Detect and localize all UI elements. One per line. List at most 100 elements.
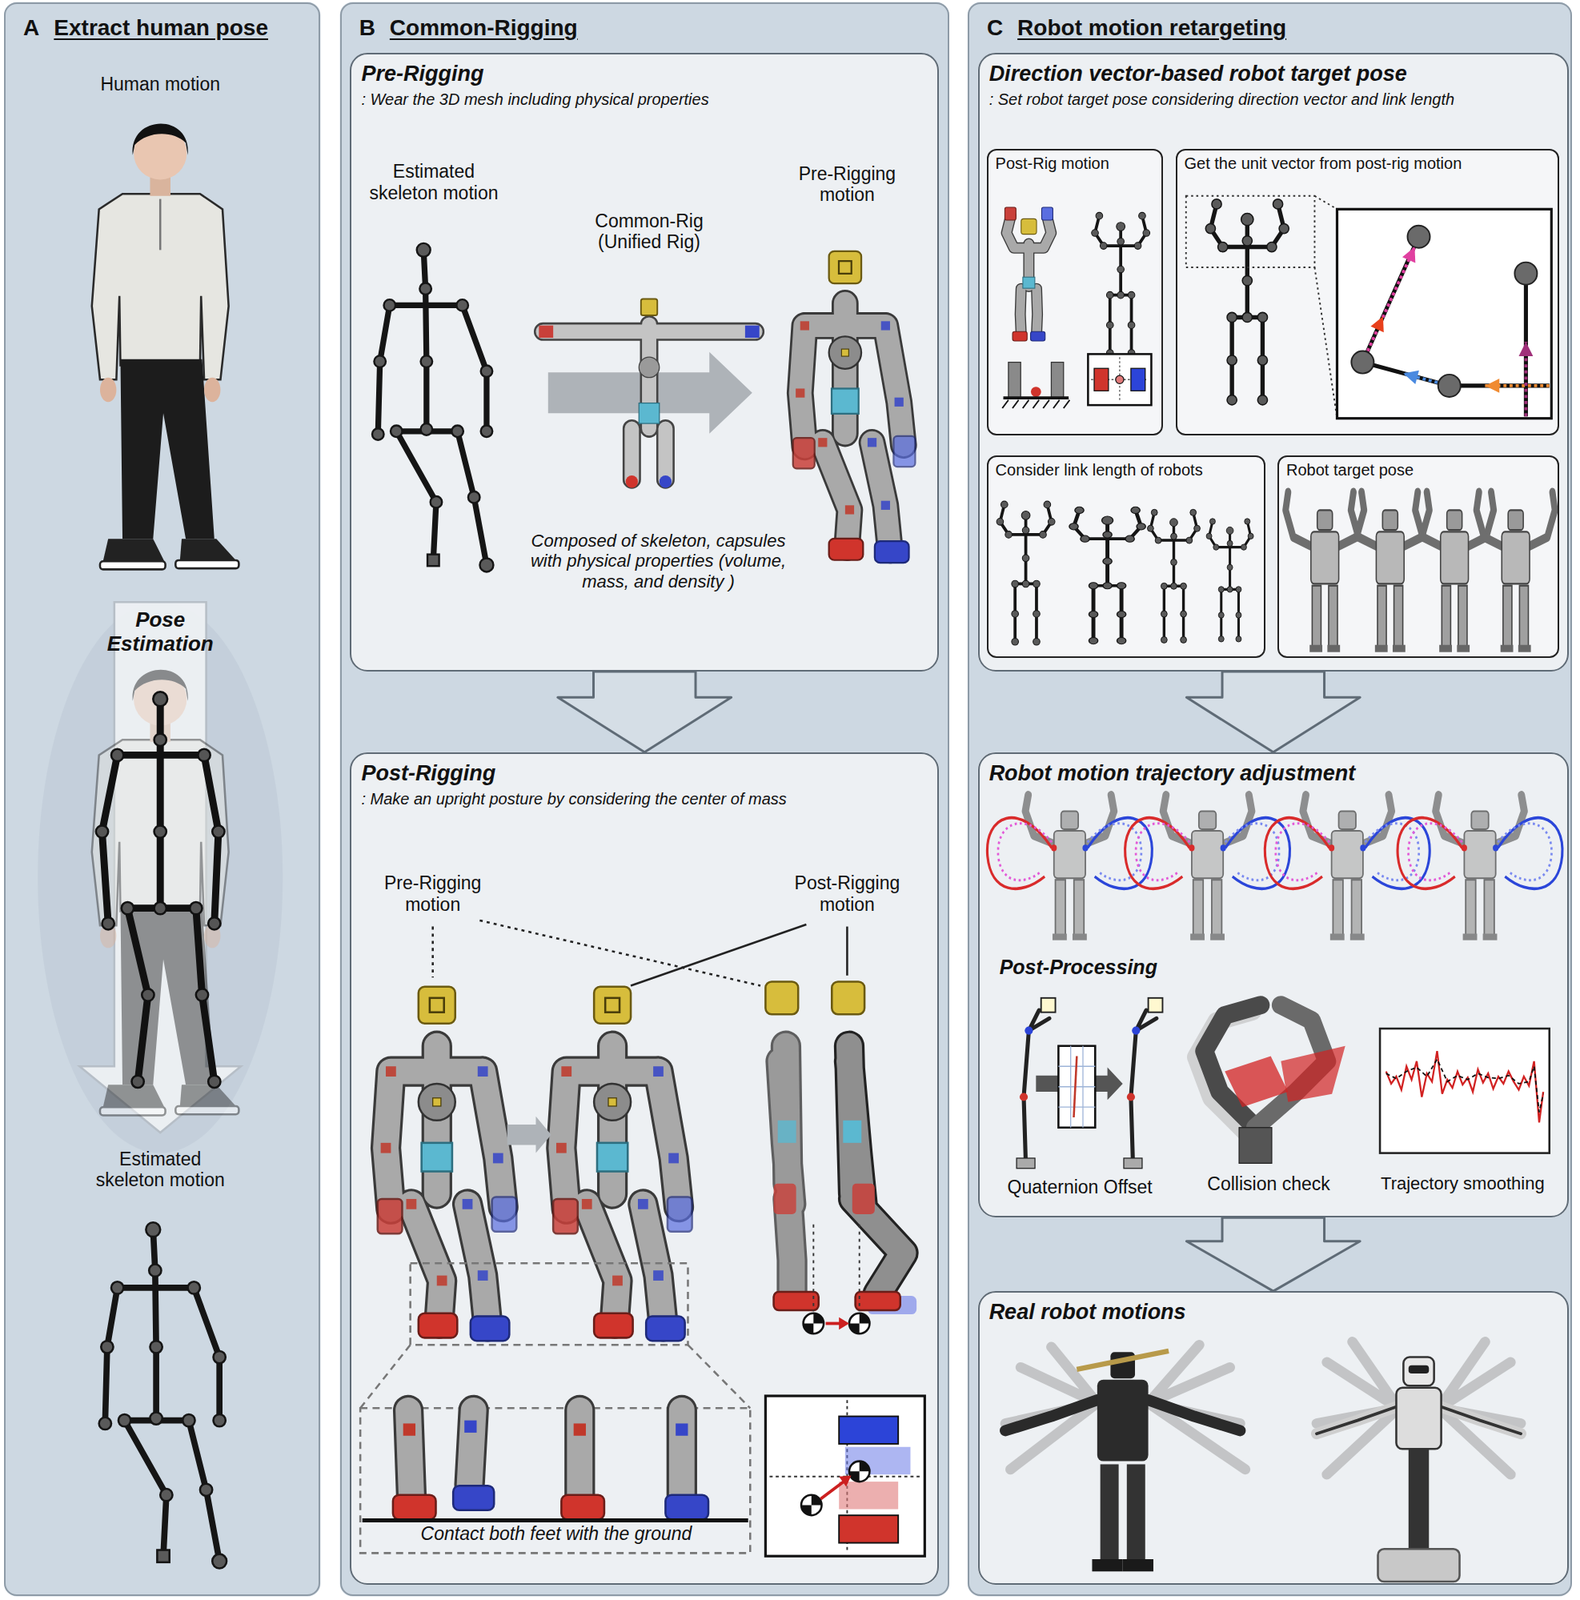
panel-letter: A [23, 15, 40, 41]
zoom-feet [408, 1410, 682, 1496]
zoom-feet [561, 1495, 605, 1520]
box-fill [340, 2, 950, 1597]
side-view-figures [842, 1120, 862, 1143]
pose-skeleton-overlay [132, 1075, 145, 1088]
zoom-feet [360, 1263, 750, 1553]
side-view-figures [773, 1291, 819, 1311]
zoom-feet [665, 1495, 709, 1520]
robot-target-poses [1476, 492, 1556, 653]
box-fill [986, 148, 1164, 436]
ground-icon [1050, 362, 1063, 399]
common-rig [542, 324, 755, 480]
pose-skeleton-overlay [189, 902, 202, 915]
pose-estimation-arrow [37, 601, 283, 1153]
zoom-feet [464, 1420, 477, 1433]
pre-rig-mannequin [793, 251, 916, 563]
panel-header: A Extract human pose [23, 15, 301, 41]
trajectory-robots [1264, 794, 1430, 941]
quaternion-offset [1126, 1092, 1135, 1101]
link-length-skeletons [1147, 509, 1201, 643]
real-robot-two [1408, 1365, 1430, 1374]
collision-check [1280, 1046, 1345, 1103]
human-photo [92, 124, 240, 570]
pre-rig-skeleton [372, 243, 494, 573]
support-inset [838, 1515, 899, 1543]
chevron-arrow [1186, 1217, 1360, 1292]
panel-header: CRobot motion retargeting [986, 15, 1553, 41]
post-rig-mannequins [553, 986, 692, 1341]
quaternion-offset [1074, 1055, 1078, 1117]
label: Collision check [1188, 1173, 1349, 1195]
section-box: Real robot motions [978, 1291, 1569, 1585]
pose-skeleton-overlay [212, 825, 225, 838]
zoom-window [1337, 208, 1552, 418]
side-view-figures [849, 1046, 904, 1295]
support-inset [769, 1399, 921, 1552]
smoothing-plot [1379, 1028, 1550, 1154]
support-inset [765, 1395, 925, 1556]
human-photo [92, 124, 240, 570]
common-rig [542, 324, 755, 480]
zoom-window [1370, 316, 1384, 333]
common-rig [638, 403, 660, 424]
ground-icon [1008, 362, 1021, 399]
support-icon [1090, 356, 1148, 402]
section-title: Real robot motions [989, 1299, 1558, 1325]
zoom-window [1351, 351, 1374, 374]
link-length-skeletons [1206, 518, 1254, 642]
quaternion-offset [1130, 1010, 1157, 1163]
sub-box: Robot target pose [1277, 455, 1560, 658]
side-view-figures [777, 1120, 797, 1143]
label: Post-Rigging motion [774, 872, 919, 915]
support-icon [1094, 368, 1109, 391]
zoom-feet [453, 1485, 494, 1511]
section-title: Post-Rigging [360, 761, 928, 786]
box-fill [986, 455, 1266, 658]
zoom-feet [392, 1495, 437, 1520]
post-rig-mannequins [377, 986, 517, 1341]
quaternion-offset [1024, 1026, 1033, 1035]
panel: CRobot motion retargetingDirection vecto… [967, 2, 1572, 1597]
label: Estimated skeleton motion [84, 1148, 237, 1192]
zoom-window [1362, 236, 1549, 417]
side-view-figures [838, 1317, 850, 1330]
box-fill [4, 2, 321, 1597]
zoom-feet [360, 1407, 750, 1553]
panel-title: Extract human pose [53, 15, 269, 41]
box-fill [978, 1291, 1569, 1585]
section-title: Robot motion trajectory adjustment [989, 761, 1558, 786]
side-view-figures [803, 1313, 825, 1334]
real-robot-two [1408, 1448, 1430, 1551]
real-robot-two [1403, 1357, 1434, 1387]
common-rig [625, 475, 638, 488]
chevron-arrow [557, 671, 732, 753]
link-length-skeletons [1069, 506, 1146, 644]
pose-skeleton-overlay [197, 749, 210, 762]
common-rig [638, 356, 660, 377]
pose-skeleton-overlay [152, 691, 168, 706]
panel-header: BCommon-Rigging [359, 15, 931, 41]
estimated-skeleton [99, 1222, 227, 1568]
support-inset [838, 1481, 899, 1509]
post-rig-skeleton [1091, 212, 1151, 357]
side-view-figures [849, 1046, 904, 1295]
label: Contact both feet with the ground [368, 1523, 745, 1544]
quaternion-offset [1016, 998, 1163, 1169]
leader-lines [846, 926, 849, 976]
smoothing-plot [1386, 1058, 1544, 1112]
side-view-figures [849, 1313, 871, 1334]
zoom-feet [675, 1423, 688, 1436]
support-icon [1087, 353, 1151, 406]
leader-lines [630, 924, 807, 986]
pose-estimation-arrow [79, 601, 241, 1133]
section-subtitle: : Set robot target pose considering dire… [989, 90, 1558, 109]
quaternion-offset [1058, 1046, 1095, 1128]
sub-box-title: Get the unit vector from post-rig motion [1184, 154, 1551, 173]
chevron-arrow [1186, 671, 1360, 753]
ground-icon [1030, 386, 1042, 398]
zoom-window [1362, 247, 1415, 363]
sub-box-title: Robot target pose [1286, 461, 1551, 480]
zoom-window [1186, 196, 1552, 419]
pose-skeleton-overlay [141, 988, 154, 1001]
